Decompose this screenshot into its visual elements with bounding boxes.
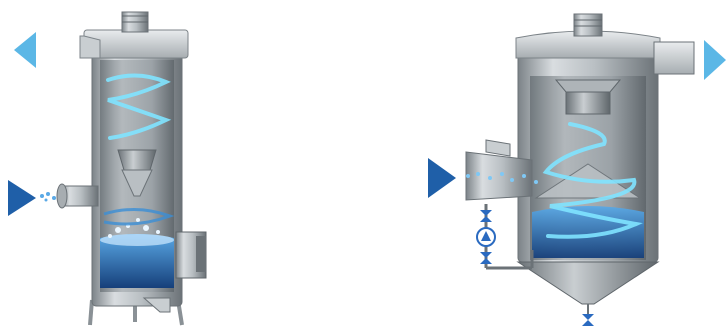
vortex-finder [556, 80, 620, 92]
top-motor [574, 14, 602, 36]
conical-hopper [518, 262, 658, 304]
next-slide-arrow[interactable] [704, 40, 726, 80]
exhaust-duct [80, 36, 100, 58]
left-scrubber-unit [40, 12, 206, 325]
right-cyclone-unit [466, 14, 694, 326]
inflow-particles [40, 192, 56, 202]
inner-cone [118, 150, 156, 170]
bottom-valve [582, 304, 594, 326]
prev-slide-arrow[interactable] [14, 32, 36, 68]
tangential-inlet-pipe [57, 184, 98, 208]
pump [477, 228, 495, 246]
inflow-arrow-right [428, 158, 456, 198]
inflow-arrow-left [8, 180, 36, 216]
outlet-duct [654, 42, 694, 74]
